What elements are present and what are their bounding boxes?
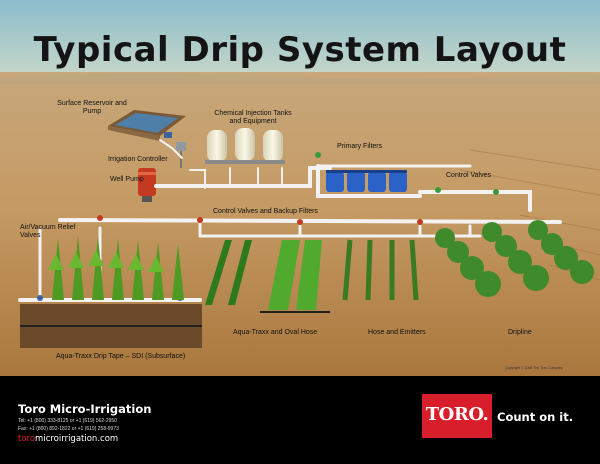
website-prefix: toro bbox=[18, 434, 36, 444]
surface-reservoir bbox=[108, 110, 186, 141]
copyright: Copyright © 2006 The Toro Company bbox=[505, 366, 563, 370]
website-domain: microirrigation.com bbox=[35, 434, 119, 444]
company-fax: Fax: +1 (800) 892-1822 or +1 (619) 258-9… bbox=[18, 426, 119, 432]
company-website[interactable]: toromicroirrigation.com bbox=[18, 434, 118, 444]
dripline-trees bbox=[435, 220, 594, 297]
label-well-pump: Well Pump bbox=[110, 176, 144, 183]
chemical-tanks bbox=[205, 128, 285, 164]
label-control-valves: Control Valves bbox=[446, 172, 492, 179]
drip-system-illustration bbox=[0, 0, 600, 376]
label-reservoir: Surface Reservoir and Pump bbox=[57, 100, 127, 115]
primary-filters bbox=[326, 170, 407, 192]
label-valves-filters: Control Valves and Backup Filters bbox=[213, 208, 318, 215]
page-title: Typical Drip System Layout bbox=[33, 30, 567, 70]
corn-crop bbox=[48, 236, 184, 300]
label-hose-emitters: Hose and Emitters bbox=[368, 329, 426, 336]
sky bbox=[0, 0, 600, 80]
distant-hills bbox=[0, 73, 600, 84]
well-pump bbox=[138, 168, 156, 202]
tagline: Count on it. bbox=[497, 410, 574, 424]
hose-emitter-crop bbox=[342, 239, 419, 301]
company-name: Toro Micro-Irrigation bbox=[18, 402, 152, 416]
label-dripline: Dripline bbox=[508, 329, 532, 336]
label-controller: Irrigation Controller bbox=[108, 156, 168, 163]
label-chemical-tanks: Chemical Injection Tanks and Equipment bbox=[214, 110, 292, 125]
toro-logo: TORO. bbox=[422, 394, 492, 438]
oval-hose-crop bbox=[205, 240, 330, 313]
label-primary-filters: Primary Filters bbox=[337, 143, 383, 150]
label-oval-hose: Aqua-Traxx and Oval Hose bbox=[233, 329, 318, 336]
footer bbox=[0, 376, 600, 464]
company-phone: Tel: +1 (800) 333-8125 or +1 (619) 562-2… bbox=[18, 418, 117, 424]
label-relief-valves: Air/Vacuum Relief Valves bbox=[20, 224, 76, 239]
label-drip-tape: Aqua-Traxx Drip Tape – SDI (Subsurface) bbox=[56, 353, 186, 360]
logo-text: TORO. bbox=[425, 404, 489, 425]
pipe-network bbox=[18, 139, 562, 302]
